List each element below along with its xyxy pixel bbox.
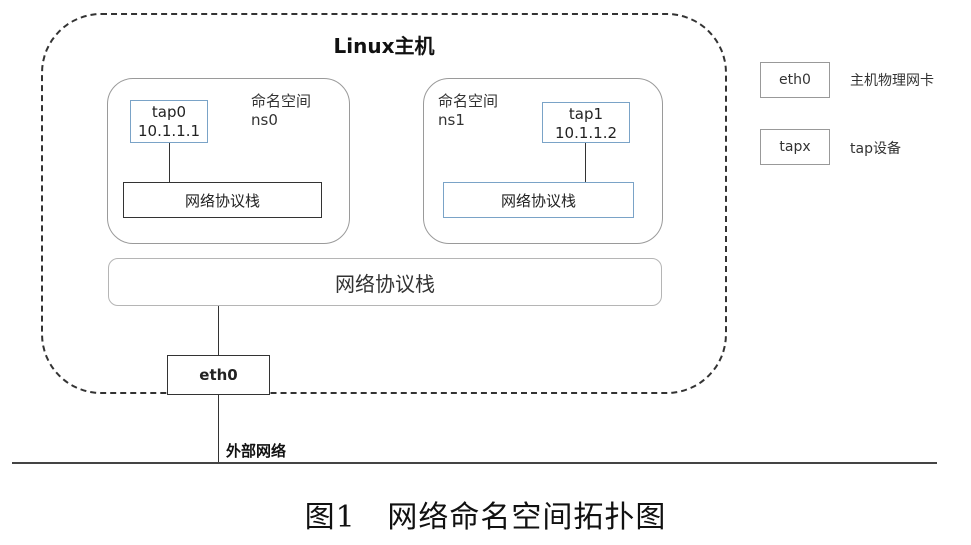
namespace-ns0-label-line2: ns0 <box>251 111 278 129</box>
ns1-protocol-stack: 网络协议栈 <box>443 182 634 218</box>
tap0-device: tap0 10.1.1.1 <box>130 100 208 143</box>
figure-caption: 图1 网络命名空间拓扑图 <box>0 492 971 536</box>
figure-title: 网络命名空间拓扑图 <box>387 500 667 535</box>
tap0-ip: 10.1.1.1 <box>137 122 201 140</box>
namespace-ns0-label: 命名空间 ns0 <box>251 92 311 130</box>
namespace-ns0-label-line1: 命名空间 <box>251 92 312 110</box>
legend-tapx-description: tap设备 <box>850 141 901 157</box>
namespace-ns0 <box>107 78 350 244</box>
eth0-interface: eth0 <box>167 355 270 395</box>
tap0-stack-link <box>169 143 170 182</box>
external-network-label: 外部网络 <box>226 442 287 460</box>
namespace-ns1-label-line1: 命名空间 <box>438 92 499 110</box>
tap1-name: tap1 <box>568 105 604 123</box>
namespace-ns1 <box>423 78 663 244</box>
ns0-protocol-stack: 网络协议栈 <box>123 182 322 218</box>
tap1-device: tap1 10.1.1.2 <box>542 102 630 143</box>
host-protocol-stack: 网络协议栈 <box>108 258 662 306</box>
namespace-ns1-label: 命名空间 ns1 <box>438 92 498 130</box>
external-network-line <box>12 462 937 464</box>
legend-eth0-box: eth0 <box>760 62 830 98</box>
eth0-external-link <box>218 395 219 464</box>
tap1-ip: 10.1.1.2 <box>554 124 618 142</box>
stack-eth0-link <box>218 306 219 355</box>
linux-host-boundary <box>41 13 727 394</box>
legend-eth0-description: 主机物理网卡 <box>850 73 934 89</box>
namespace-ns1-label-line2: ns1 <box>438 111 465 129</box>
figure-number: 图1 <box>304 500 356 535</box>
tap1-stack-link <box>585 143 586 182</box>
linux-host-title: Linux主机 <box>333 34 435 58</box>
tap0-name: tap0 <box>151 103 187 121</box>
legend-tapx-box: tapx <box>760 129 830 165</box>
